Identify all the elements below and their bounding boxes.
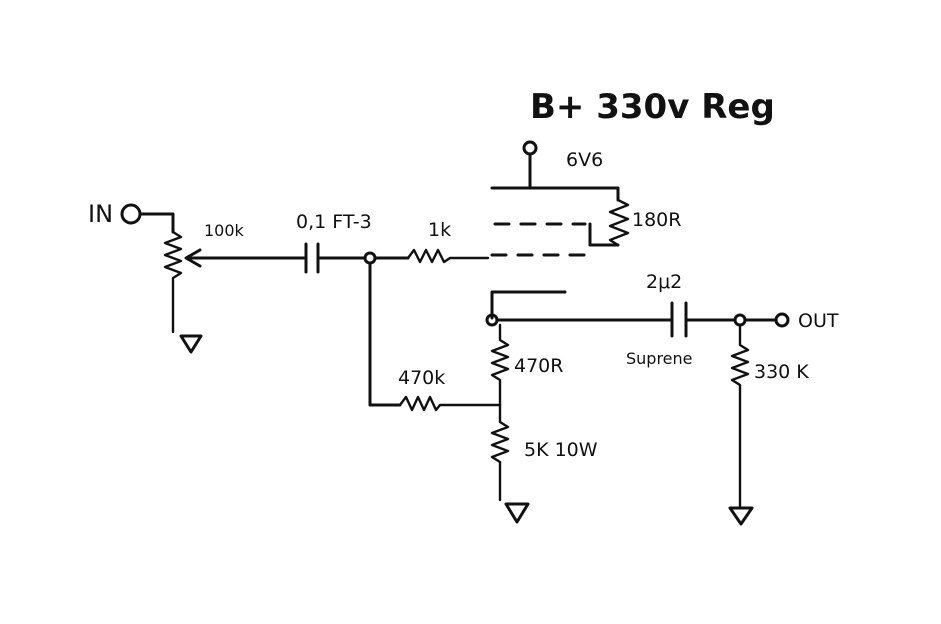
plate-resistor-label: 470R: [514, 355, 563, 377]
ground-symbol-output: [728, 506, 754, 526]
cathode-resistor-label: 180R: [632, 209, 681, 231]
output-resistor-label: 330 K: [754, 361, 809, 383]
output-label: OUT: [798, 310, 839, 332]
tube-plate: [490, 186, 620, 202]
cathode-resistor: [608, 198, 630, 247]
volume-pot-label: 100k: [204, 221, 245, 240]
bplus-terminal: [522, 140, 538, 156]
pot-wiper-arrow: [184, 248, 202, 268]
load-resistor: [490, 403, 510, 502]
input-label: IN: [88, 200, 113, 228]
input-cap-label: 0,1 FT-3: [296, 211, 372, 233]
output-cap-type-label: Suprene: [626, 349, 693, 368]
output-capacitor: [670, 301, 688, 338]
grid-stopper-label: 1k: [428, 219, 451, 241]
input-capacitor: [304, 242, 320, 274]
grid-stopper-resistor: [406, 248, 490, 264]
title: B+ 330v Reg: [530, 87, 775, 127]
plate-resistor: [490, 323, 510, 407]
feedback-resistor-label: 470k: [398, 367, 445, 389]
output-terminal: [774, 312, 790, 328]
cathode-return-wire: [588, 222, 620, 247]
grid-junction: [363, 251, 377, 265]
volume-pot: [163, 230, 183, 334]
output-cap-label: 2μ2: [646, 271, 682, 293]
ground-symbol: [179, 334, 203, 354]
tube-cathode: [490, 290, 567, 320]
input-wire: [138, 212, 175, 234]
feedback-resistor: [398, 395, 502, 412]
tube-label: 6V6: [566, 149, 603, 171]
feedback-path-wire: [368, 262, 402, 407]
output-resistor: [730, 323, 750, 508]
input-terminal: [120, 203, 142, 225]
load-resistor-label: 5K 10W: [524, 439, 598, 461]
ground-symbol-load: [504, 502, 530, 524]
